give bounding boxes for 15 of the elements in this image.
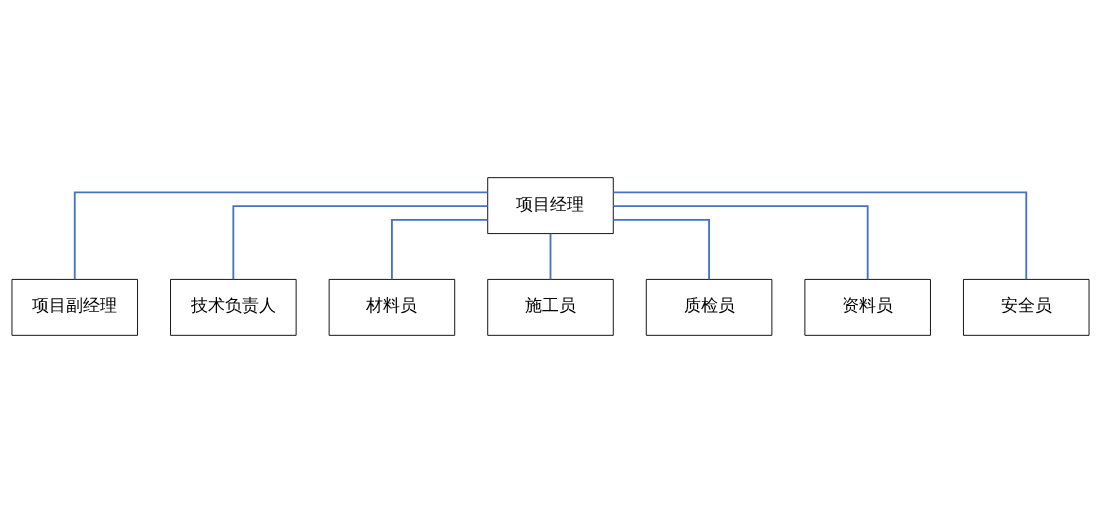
node-box: 材料员: [328, 278, 456, 336]
connector: [612, 218, 710, 281]
node-box: 项目经理: [487, 177, 614, 235]
node-box: 技术负责人: [170, 278, 297, 336]
node-box: 项目副经理: [11, 278, 138, 336]
node-box: 安全员: [963, 278, 1090, 336]
connector: [612, 191, 1028, 281]
connector: [549, 232, 552, 281]
connector: [73, 191, 489, 281]
node-box: 施工员: [487, 278, 614, 336]
node-box: 质检员: [645, 278, 773, 336]
connector: [391, 218, 489, 281]
node-box: 资料员: [804, 278, 931, 336]
connector: [232, 205, 489, 281]
connector: [612, 205, 869, 281]
